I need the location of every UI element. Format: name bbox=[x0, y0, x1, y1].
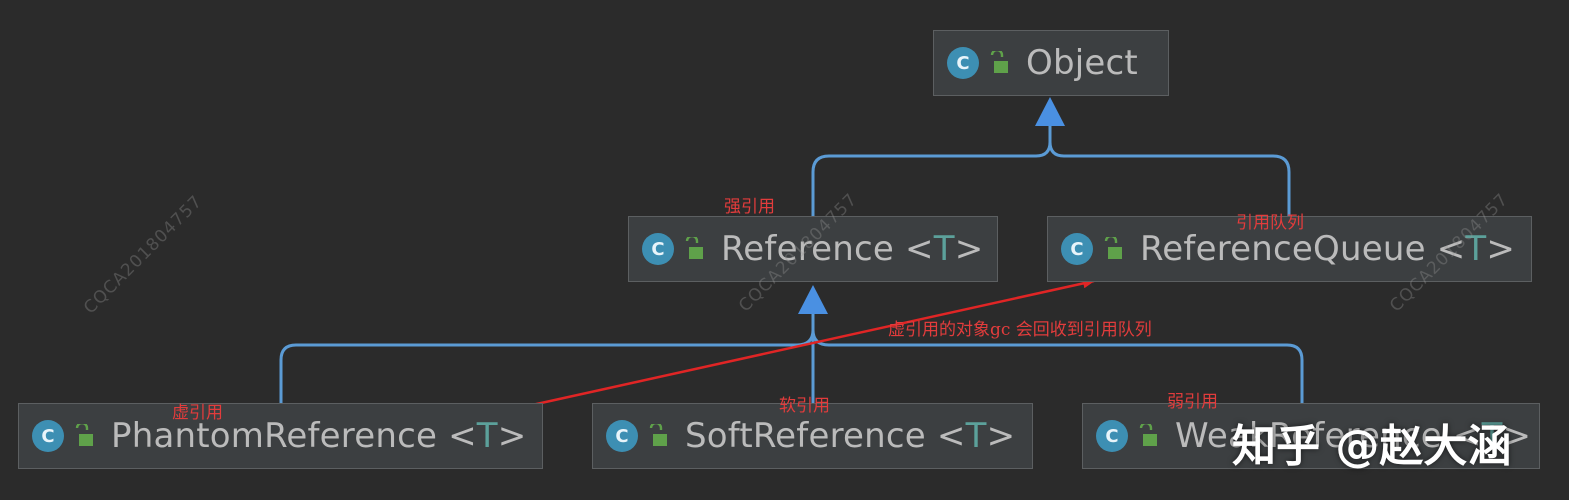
class-name: WeakReference <T> bbox=[1175, 416, 1532, 456]
class-name: Object bbox=[1026, 43, 1138, 83]
zhihu-author-brand: 知乎 @赵大涵 bbox=[1232, 421, 1512, 472]
class-node-weak-reference[interactable]: C WeakReference <T> bbox=[1082, 403, 1540, 469]
unlock-icon bbox=[1104, 237, 1122, 259]
unlock-icon bbox=[990, 51, 1008, 73]
unlock-icon bbox=[75, 424, 93, 446]
class-name: Reference <T> bbox=[721, 229, 984, 269]
class-node-phantom-reference[interactable]: C PhantomReference <T> bbox=[18, 403, 543, 469]
annotation-weak-reference: 弱引用 bbox=[1167, 392, 1218, 412]
unlock-icon bbox=[649, 424, 667, 446]
class-node-reference[interactable]: C Reference <T> bbox=[628, 216, 998, 282]
class-icon: C bbox=[1096, 420, 1128, 452]
inheritance-arrowhead-object bbox=[1035, 97, 1065, 126]
class-icon: C bbox=[642, 233, 674, 265]
class-node-object[interactable]: C Object bbox=[933, 30, 1169, 96]
class-name: ReferenceQueue <T> bbox=[1140, 229, 1516, 269]
class-node-reference-queue[interactable]: C ReferenceQueue <T> bbox=[1047, 216, 1532, 282]
class-icon: C bbox=[32, 420, 64, 452]
edge-phantom-to-reference bbox=[279, 312, 815, 403]
class-icon: C bbox=[947, 47, 979, 79]
annotation-strong-reference: 强引用 bbox=[724, 197, 775, 217]
edge-weak-to-reference bbox=[811, 329, 1304, 403]
phantom-to-queue-red-arrow bbox=[522, 278, 1095, 409]
class-node-soft-reference[interactable]: C SoftReference <T> bbox=[592, 403, 1033, 469]
class-name: SoftReference <T> bbox=[685, 416, 1016, 456]
class-icon: C bbox=[1061, 233, 1093, 265]
inheritance-arrowhead-reference bbox=[798, 285, 828, 314]
annotation-reference-queue: 引用队列 bbox=[1236, 213, 1304, 233]
annotation-phantom-gc-note: 虚引用的对象gc 会回收到引用队列 bbox=[888, 320, 1152, 340]
class-name: PhantomReference <T> bbox=[111, 416, 527, 456]
unlock-icon bbox=[685, 237, 703, 259]
annotation-soft-reference: 软引用 bbox=[779, 396, 830, 416]
unlock-icon bbox=[1139, 424, 1157, 446]
class-icon: C bbox=[606, 420, 638, 452]
annotation-phantom-reference: 虚引用 bbox=[172, 403, 223, 423]
edge-referencequeue-to-object bbox=[1048, 141, 1291, 216]
